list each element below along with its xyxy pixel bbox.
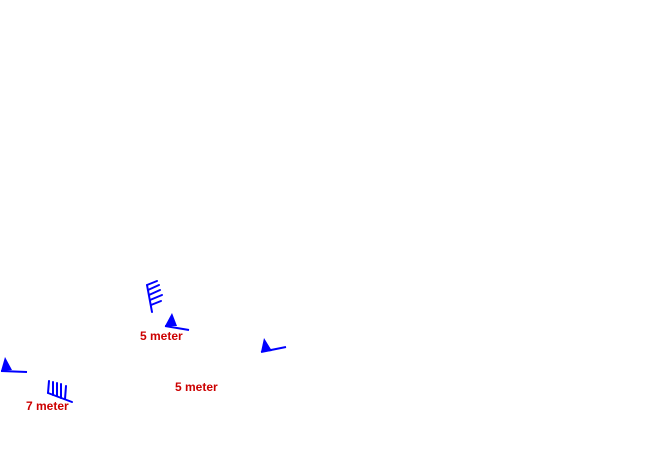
height-label: 5 meter (140, 329, 183, 343)
wind-barb-icon (146, 280, 163, 313)
wind-pennant-icon (164, 313, 190, 331)
wind-pennant-icon (0, 357, 28, 373)
height-label: 5 meter (175, 380, 218, 394)
wind-pennant-icon (260, 338, 287, 353)
wind-barb-icon (47, 380, 73, 403)
height-label: 7 meter (26, 399, 69, 413)
